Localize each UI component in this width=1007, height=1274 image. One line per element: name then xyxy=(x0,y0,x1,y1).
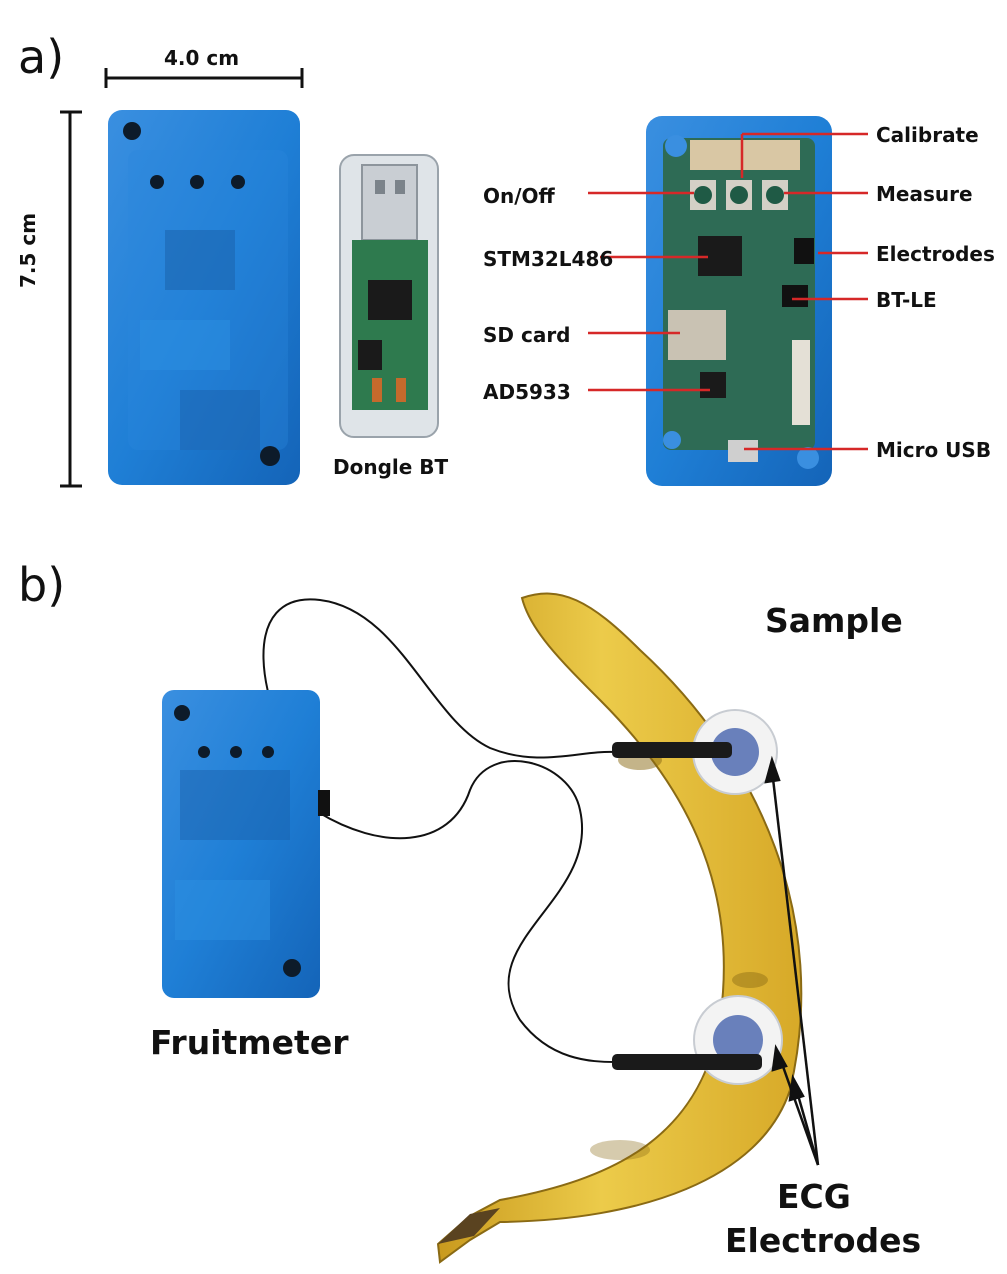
panel-a-label: a) xyxy=(18,30,65,84)
device-case-open xyxy=(646,116,832,486)
callout-stm32l486: STM32L486 xyxy=(483,247,614,271)
electrode-wires xyxy=(262,598,617,1063)
height-dimension-bar xyxy=(60,110,82,488)
callout-micro-usb: Micro USB xyxy=(876,438,992,462)
callout-measure: Measure xyxy=(876,182,973,206)
electrodes-label: Electrodes xyxy=(725,1221,922,1260)
callout-on-off: On/Off xyxy=(483,184,555,208)
height-dimension-label: 7.5 cm xyxy=(16,212,40,288)
callout-bt-le: BT-LE xyxy=(876,288,937,312)
ecg-electrode-top xyxy=(612,709,778,795)
callout-electrodes: Electrodes xyxy=(876,242,995,266)
ecg-electrode-bottom xyxy=(612,995,783,1085)
device-case-closed xyxy=(108,110,300,485)
fruitmeter-label: Fruitmeter xyxy=(150,1023,349,1062)
fruitmeter-device xyxy=(162,690,330,998)
bt-dongle xyxy=(339,154,439,438)
width-dimension-bar xyxy=(104,68,304,88)
sample-label: Sample xyxy=(765,601,903,640)
callout-lines xyxy=(588,132,868,451)
callout-ad5933: AD5933 xyxy=(483,380,571,404)
electrode-arrows xyxy=(764,755,820,1166)
callout-sd-card: SD card xyxy=(483,323,571,347)
panel-b-label: b) xyxy=(18,558,66,612)
banana xyxy=(436,592,803,1264)
callout-calibrate: Calibrate xyxy=(876,123,979,147)
width-dimension-label: 4.0 cm xyxy=(164,46,240,70)
dongle-caption: Dongle BT xyxy=(333,455,449,479)
ecg-label: ECG xyxy=(777,1177,851,1216)
